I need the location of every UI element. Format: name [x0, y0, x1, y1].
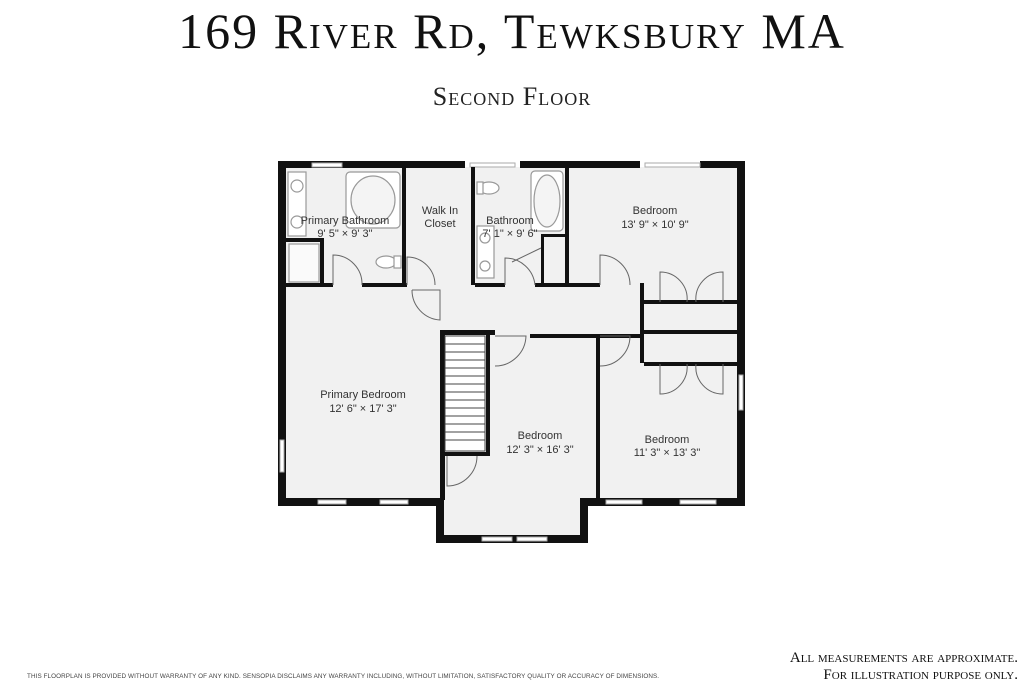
disclaimer-text: THIS FLOORPLAN IS PROVIDED WITHOUT WARRA… — [27, 673, 660, 680]
interior-walls — [285, 167, 737, 500]
bedroom-se-name: Bedroom — [645, 434, 690, 446]
measurement-note-line1: All measurements are approximate. — [789, 650, 1018, 666]
bathroom-name: Bathroom — [486, 215, 534, 227]
walk-in-closet-name-line2: Closet — [424, 218, 455, 230]
bedroom-ne-name: Bedroom — [633, 205, 678, 217]
shower-icon — [288, 243, 320, 283]
floor-subtitle: Second Floor — [432, 82, 592, 111]
windows — [279, 162, 744, 542]
measurement-note-line2: For illustration purpose only. — [823, 667, 1018, 683]
primary-bedroom-dims: 12' 6" × 17' 3" — [329, 403, 396, 415]
toilet-icon — [375, 255, 397, 269]
bedroom-ne-dims: 13' 9" × 10' 9" — [621, 219, 688, 231]
fixtures — [287, 170, 564, 283]
stairs — [444, 335, 486, 452]
walk-in-closet-name: Walk In — [422, 205, 458, 217]
bedroom-se-dims: 11' 3" × 13' 3" — [634, 447, 701, 459]
bathroom-dims: 7' 1" × 9' 6" — [482, 228, 537, 240]
primary-bedroom-name: Primary Bedroom — [320, 389, 406, 401]
primary-bathroom-dims: 9' 5" × 9' 3" — [317, 228, 372, 240]
bedroom-center-name: Bedroom — [518, 430, 563, 442]
measurement-note: All measurements are approximate. For il… — [790, 650, 1018, 684]
primary-bathroom-name: Primary Bathroom — [301, 215, 390, 227]
bedroom-center-dims: 12' 3" × 16' 3" — [506, 444, 573, 456]
page-title: 169 River Rd, Tewksbury MA — [178, 3, 846, 59]
door-swings — [332, 247, 724, 487]
